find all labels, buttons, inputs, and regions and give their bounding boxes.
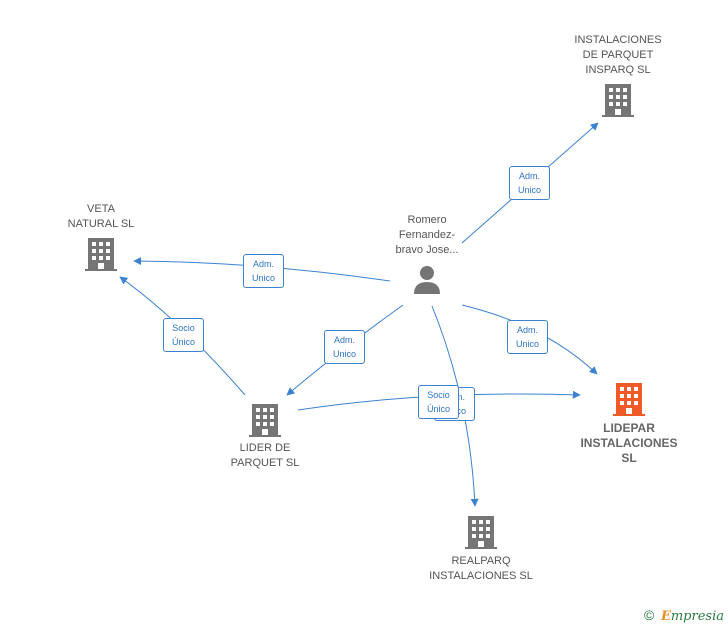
edge-label-romero-veta: Adm. Unico — [243, 254, 284, 288]
node-label: REALPARQ INSTALACIONES SL — [429, 555, 533, 582]
edge-label-lider-lidepar: Socio Único — [418, 385, 459, 419]
building-icon — [613, 383, 645, 416]
edge-label-lider-veta: Socio Único — [163, 318, 204, 352]
node-label: INSTALACIONES DE PARQUET INSPARQ SL — [574, 34, 662, 76]
edge-label-romero-instalaciones: Adm. Unico — [509, 166, 550, 200]
copyright-icon: © — [643, 607, 655, 623]
node-label: LIDEPAR INSTALACIONES SL — [580, 421, 678, 465]
node-label: Romero Fernandez- bravo Jose... — [395, 214, 459, 256]
building-icon — [602, 84, 634, 117]
node-lider-de-parquet[interactable]: LIDER DE PARQUET SL — [215, 402, 315, 471]
person-icon — [414, 266, 440, 294]
building-icon — [465, 516, 497, 549]
node-realparq[interactable]: REALPARQ INSTALACIONES SL — [420, 514, 542, 584]
edge-label-romero-lidepar: Adm. Unico — [507, 320, 548, 354]
edge-label-romero-lider: Adm. Unico — [324, 330, 365, 364]
node-instalaciones-de-parquet[interactable]: INSTALACIONES DE PARQUET INSPARQ SL — [558, 33, 678, 118]
building-icon — [85, 238, 117, 271]
node-lidepar-focus[interactable]: LIDEPAR INSTALACIONES SL — [570, 381, 688, 466]
node-romero-person[interactable]: Romero Fernandez- bravo Jose... — [372, 213, 482, 296]
building-icon — [249, 404, 281, 437]
node-veta-natural[interactable]: VETA NATURAL SL — [46, 202, 156, 272]
node-label: LIDER DE PARQUET SL — [230, 442, 300, 469]
brand-watermark: © Empresia — [644, 607, 724, 624]
node-label: VETA NATURAL SL — [67, 203, 135, 230]
brand-logo: Empresia — [660, 609, 724, 624]
